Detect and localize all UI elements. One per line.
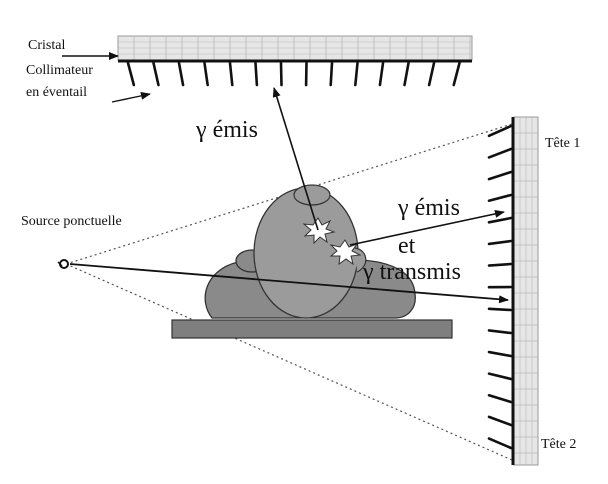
label-tete-2: Tête 2 xyxy=(541,437,577,452)
top-collimator-septum xyxy=(378,61,385,87)
patient-table xyxy=(171,319,453,339)
right-collimator-septum xyxy=(487,350,513,358)
point-source xyxy=(57,259,69,269)
top-collimator-septa xyxy=(126,61,461,87)
label-collimateur-line2: en éventail xyxy=(26,85,88,100)
right-collimator-septum xyxy=(487,372,513,381)
patient-hair-tuft xyxy=(293,184,331,206)
right-collimator-septum xyxy=(487,170,513,181)
patient-figure xyxy=(204,184,416,319)
label-tete-1: Tête 1 xyxy=(545,136,581,151)
right-collimator-septa xyxy=(487,124,513,450)
fan-boundary-lower xyxy=(65,263,513,461)
top-detector-head xyxy=(117,35,473,87)
right-collimator-septum xyxy=(487,124,513,138)
top-collimator-septum xyxy=(329,61,334,87)
right-collimator-septum xyxy=(487,307,513,312)
right-collimator-septum xyxy=(487,329,513,335)
right-detector-head xyxy=(487,116,539,466)
top-collimator-septum xyxy=(177,61,185,87)
label-source-ponctuelle: Source ponctuelle xyxy=(21,214,122,229)
label-gamma-emis-et-transmis-line3: γ transmis xyxy=(363,259,461,285)
top-collimator-septum xyxy=(403,61,410,87)
right-collimator-septum xyxy=(487,262,513,267)
top-collimator-septum xyxy=(427,61,436,87)
right-crystal-grid xyxy=(514,117,538,465)
right-collimator-septum xyxy=(487,437,513,450)
label-gamma-emis-et-transmis-line1: γ émis xyxy=(398,195,460,221)
top-collimator-septum xyxy=(152,61,160,87)
emission-burst-lower xyxy=(329,239,362,266)
right-collimator-septum xyxy=(487,216,513,224)
right-collimator-septum xyxy=(487,415,513,427)
collimateur-leader-arrow xyxy=(111,91,151,103)
right-collimator-septum xyxy=(487,147,513,159)
top-collimator-septum xyxy=(203,61,209,87)
top-collimator-septum xyxy=(228,61,234,87)
right-collimator-septum xyxy=(487,393,513,404)
emission-burst-upper xyxy=(302,217,336,245)
top-collimator-septum xyxy=(126,61,136,87)
gamma-emitted-ray-up xyxy=(272,87,319,231)
gamma-emitted-ray-right xyxy=(349,209,505,246)
right-collimator-septum xyxy=(487,239,513,246)
right-collimator-septum xyxy=(487,193,513,202)
label-cristal: Cristal xyxy=(28,38,66,53)
top-collimator-septum xyxy=(452,61,461,87)
gamma-transmitted-ray xyxy=(69,263,509,304)
label-gamma-emis: γ émis xyxy=(196,117,258,143)
top-crystal-grid xyxy=(118,36,472,60)
label-gamma-emis-et-transmis-line2: et xyxy=(398,233,416,259)
label-collimateur-line1: Collimateur xyxy=(26,63,93,78)
top-collimator-septum xyxy=(254,61,259,87)
top-collimator-septum xyxy=(354,61,359,87)
